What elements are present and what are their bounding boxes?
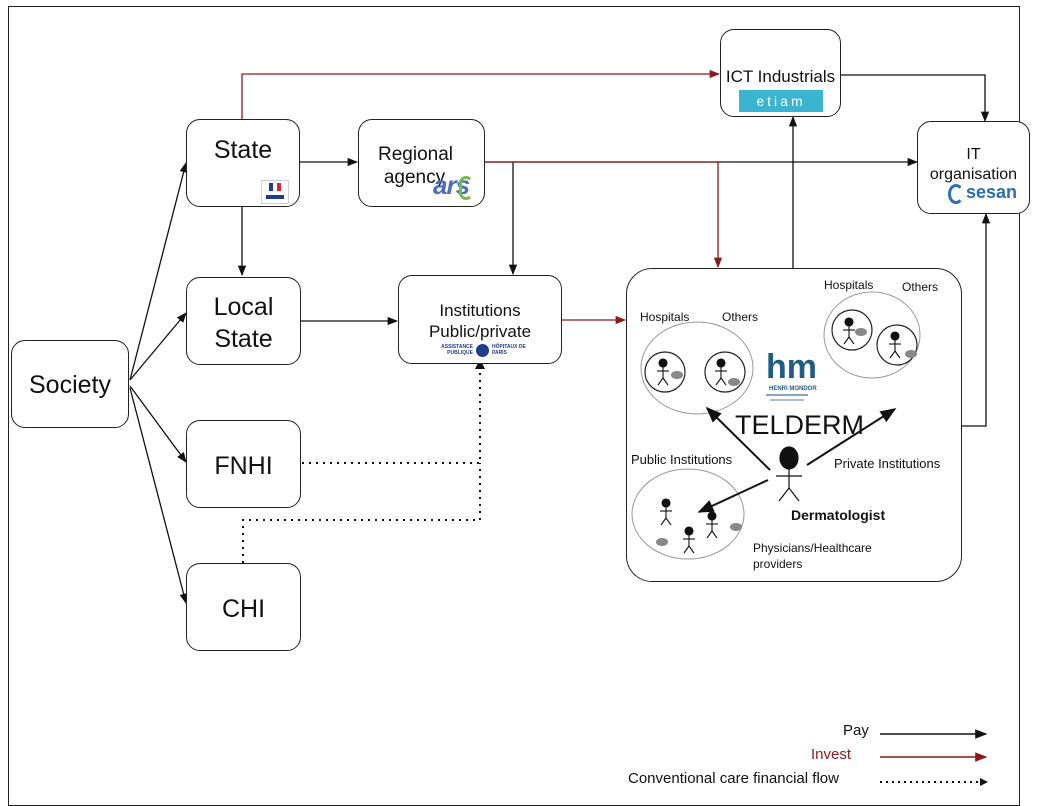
ap-hp-logo-right: HÔPITAUX DE PARIS	[492, 344, 526, 356]
ap-hp-logo: ASSISTANCE PUBLIQUE HÔPITAUX DE PARIS	[437, 344, 529, 358]
node-institutions: Institutions Public/private ASSISTANCE P…	[398, 275, 562, 364]
arrow-telderm-it-org	[962, 212, 991, 427]
hospitals-group-right	[823, 291, 921, 379]
arrow-regional-telderm	[485, 161, 723, 269]
physicians-label-line2: providers	[753, 557, 803, 571]
node-ict-label: ICT Industrials	[725, 67, 836, 86]
arrow-society-fnhi	[129, 385, 187, 463]
svg-text:HENRI MONDOR: HENRI MONDOR	[769, 386, 817, 392]
others-left-label: Others	[722, 310, 759, 324]
dermatologist-figure	[776, 446, 802, 502]
etiam-logo: etiam	[739, 90, 823, 112]
legend-conventional-label: Conventional care financial flow	[628, 770, 839, 787]
grey-ovals	[656, 328, 917, 546]
society-arrows	[129, 161, 188, 605]
arrow-ict-it-org	[841, 74, 990, 123]
hospitals-group-left	[640, 321, 754, 415]
dotted-fnhi-institutions	[302, 366, 481, 464]
telderm-container	[626, 268, 962, 582]
hospitals-left-label: Hospitals	[640, 310, 690, 324]
ap-hp-logo-left: ASSISTANCE PUBLIQUE	[441, 344, 473, 356]
sesan-logo: sesan	[948, 182, 1030, 208]
node-local-state-line2: State	[214, 325, 273, 353]
node-society-label: Society	[29, 371, 111, 399]
etiam-logo-text: etiam	[756, 93, 806, 109]
node-institutions-line1: Institutions	[439, 301, 521, 320]
legend-invest-label: Invest	[811, 746, 852, 763]
hospital-people	[657, 317, 901, 386]
node-local-state: Local State	[186, 277, 301, 365]
node-chi-label: CHI	[221, 595, 266, 623]
dermatologist-label: Dermatologist	[791, 507, 886, 523]
node-ict-industrials: ICT Industrials etiam	[720, 29, 841, 117]
arrow-society-state	[129, 161, 188, 381]
node-it-line2: organisation	[929, 165, 1018, 183]
node-regional-line2: agency	[383, 167, 446, 189]
others-right-label: Others	[902, 280, 939, 294]
node-it-line1: IT	[966, 146, 981, 163]
marianne-icon	[261, 180, 289, 204]
node-fnhi-label: FNHI	[214, 452, 273, 480]
node-it-organisation: IT organisation sesan	[917, 121, 1030, 214]
ap-hp-emblem-icon	[476, 344, 489, 357]
svg-text:hm: hm	[766, 348, 817, 386]
conventional-arrows	[242, 366, 481, 563]
node-state-label: State	[213, 136, 273, 164]
node-regional-agency: Regional agency ars	[358, 119, 485, 207]
arrow-society-local-state	[129, 312, 187, 381]
telderm-title: TELDERM	[735, 410, 865, 440]
dermatologist-arrows	[697, 406, 897, 513]
physicians-label-line1: Physicians/Healthcare	[753, 541, 872, 555]
dotted-chi-institutions	[242, 463, 481, 563]
telderm-inner: hm HENRI MONDOR	[631, 291, 921, 560]
node-chi: CHI	[186, 563, 301, 651]
node-regional-line1: Regional	[378, 144, 453, 165]
public-institutions-label: Public Institutions	[631, 452, 733, 467]
hm-logo: hm HENRI MONDOR	[766, 348, 817, 401]
node-state: State	[186, 119, 300, 207]
node-local-state-line1: Local	[213, 293, 274, 321]
node-society: Society	[11, 340, 129, 428]
legend-pay-label: Pay	[843, 722, 869, 739]
public-institutions-group	[631, 468, 745, 560]
node-fnhi: FNHI	[186, 420, 301, 508]
legend-lines	[880, 729, 988, 786]
sesan-c-icon	[948, 184, 964, 204]
hospitals-right-label: Hospitals	[824, 278, 874, 292]
dotted-arrowhead	[475, 359, 485, 369]
arrow-society-chi	[129, 387, 188, 605]
sesan-logo-text: sesan	[966, 182, 1018, 202]
arrow-state-ict	[241, 69, 721, 119]
private-institutions-label: Private Institutions	[834, 456, 941, 471]
node-institutions-line2: Public/private	[428, 322, 532, 342]
invest-arrows	[241, 69, 723, 325]
